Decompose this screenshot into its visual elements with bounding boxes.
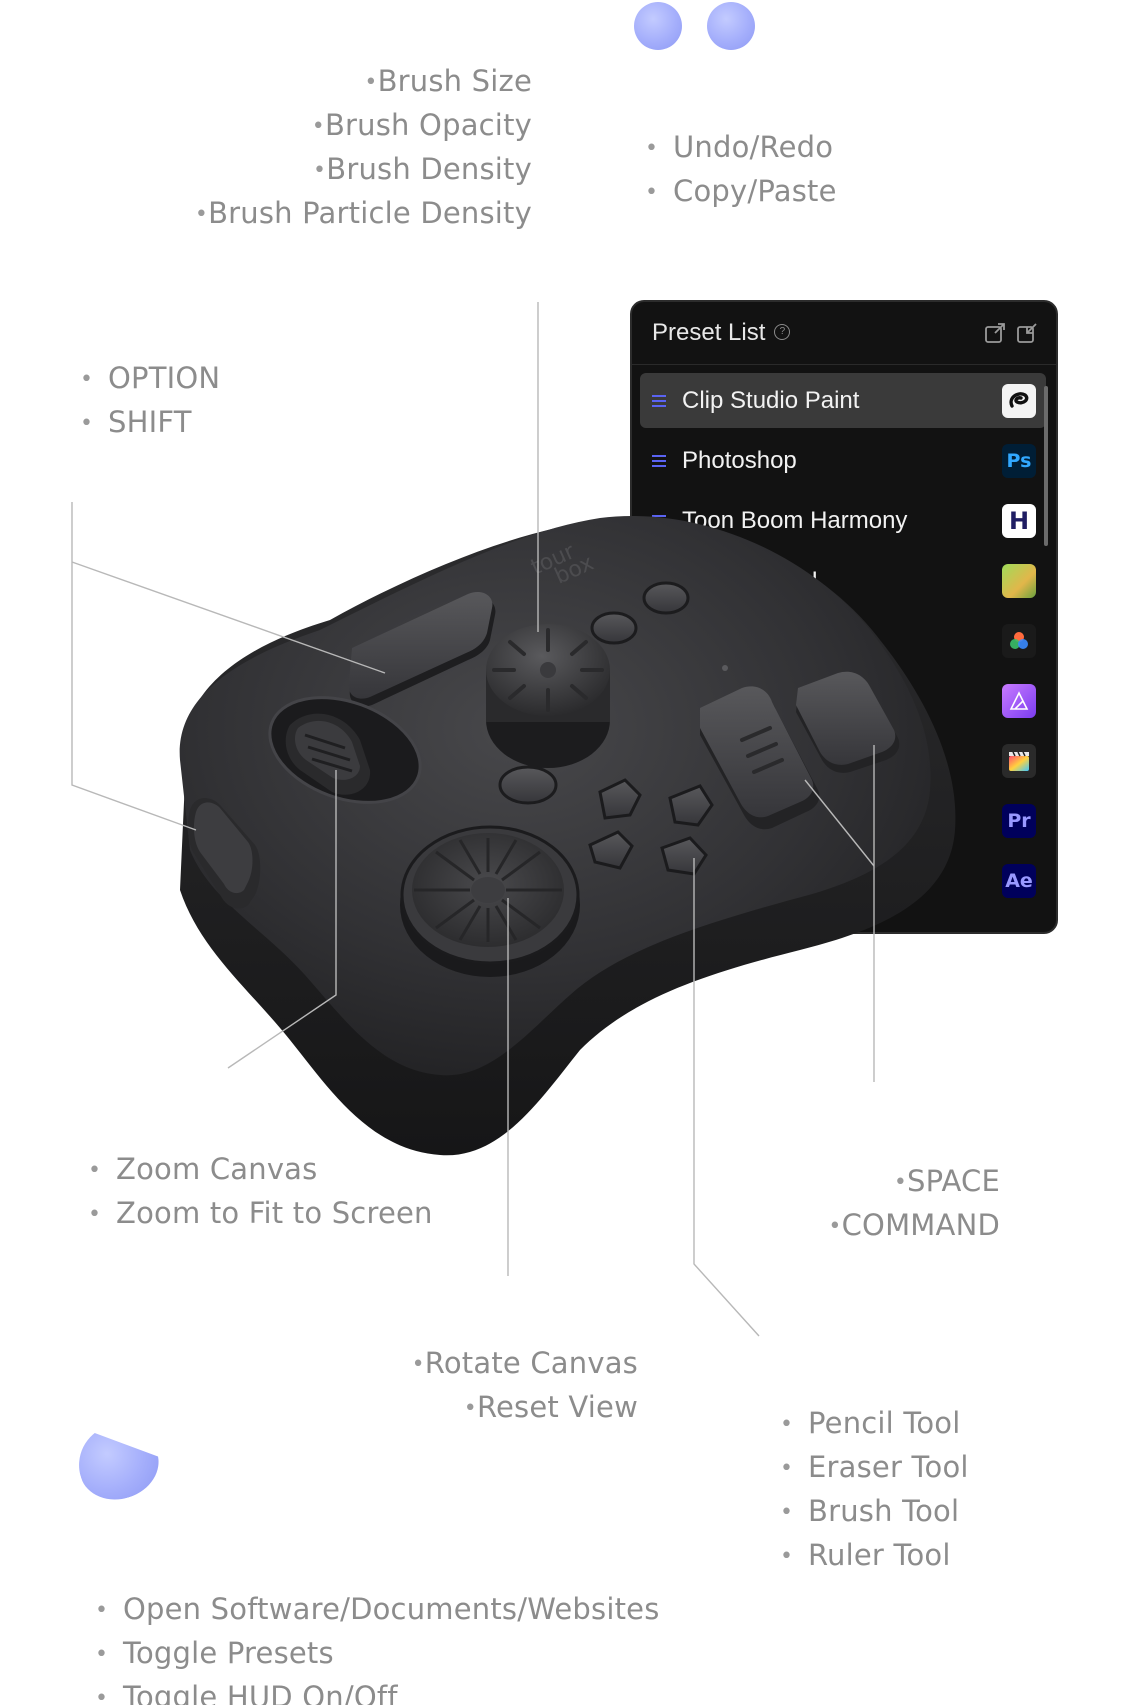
label-group-space-command: SPACE COMMAND bbox=[814, 1160, 1000, 1248]
top-round-buttons bbox=[498, 581, 690, 805]
label-item: OPTION bbox=[80, 357, 220, 401]
davinci-resolve-icon bbox=[1002, 623, 1036, 658]
preset-item-premiere[interactable]: Pr bbox=[640, 793, 1046, 848]
decorative-blob-top-right bbox=[707, 2, 755, 50]
label-group-undo-copy: Undo/Redo Copy/Paste bbox=[645, 126, 837, 214]
label-group-modifiers-left: OPTION SHIFT bbox=[80, 357, 220, 445]
label-item: Brush Size bbox=[180, 60, 532, 104]
label-item: Eraser Tool bbox=[780, 1446, 969, 1490]
preset-list-scrollbar[interactable] bbox=[1044, 386, 1048, 546]
preset-name: Toon Boom Harmony bbox=[682, 506, 908, 534]
label-item: Undo/Redo bbox=[645, 126, 837, 170]
preset-item-after-effects[interactable]: Ae bbox=[640, 853, 1046, 908]
preset-item-clip-studio-paint[interactable]: Clip Studio Paint bbox=[640, 373, 1046, 428]
label-group-software: Open Software/Documents/Websites Toggle … bbox=[95, 1588, 660, 1705]
label-item: Pencil Tool bbox=[780, 1402, 969, 1446]
status-led bbox=[722, 665, 728, 671]
label-item: Brush Density bbox=[180, 148, 532, 192]
label-item: Zoom Canvas bbox=[88, 1148, 433, 1192]
label-item: COMMAND bbox=[814, 1204, 1000, 1248]
preset-item-davinci[interactable] bbox=[640, 613, 1046, 668]
label-group-zoom: Zoom Canvas Zoom to Fit to Screen bbox=[88, 1148, 433, 1236]
label-group-dial-functions: Brush Size Brush Opacity Brush Density B… bbox=[180, 60, 532, 236]
preset-list: Clip Studio Paint Photoshop Ps Toon Boom… bbox=[632, 365, 1056, 908]
preset-name: Clip Studio Paint bbox=[682, 386, 860, 414]
round-button-2[interactable] bbox=[642, 581, 690, 615]
painttool-sai-icon bbox=[1002, 563, 1036, 598]
label-item: Rotate Canvas bbox=[397, 1342, 638, 1386]
knob[interactable] bbox=[486, 624, 610, 768]
label-item: Zoom to Fit to Screen bbox=[88, 1192, 433, 1236]
affinity-photo-icon bbox=[1002, 683, 1036, 718]
label-item: Copy/Paste bbox=[645, 170, 837, 214]
preset-name: Photoshop bbox=[682, 446, 797, 474]
label-item: Reset View bbox=[397, 1386, 638, 1430]
export-icon[interactable] bbox=[984, 322, 1006, 344]
round-button-3[interactable] bbox=[498, 765, 558, 805]
label-item: Toggle HUD On/Off bbox=[95, 1676, 660, 1705]
label-item: Ruler Tool bbox=[780, 1534, 969, 1578]
dpad-left[interactable] bbox=[588, 830, 634, 870]
preset-item-toon-boom-harmony[interactable]: Toon Boom Harmony H bbox=[640, 493, 1046, 548]
premiere-pro-icon: Pr bbox=[1002, 803, 1036, 838]
label-item: SPACE bbox=[814, 1160, 1000, 1204]
label-item: Brush Particle Density bbox=[180, 192, 532, 236]
clip-studio-icon bbox=[1002, 383, 1036, 418]
preset-item-final-cut[interactable] bbox=[640, 733, 1046, 788]
decorative-blob-top-left bbox=[634, 2, 682, 50]
preset-panel-header: Preset List ? bbox=[632, 302, 1056, 365]
label-item: Toggle Presets bbox=[95, 1632, 660, 1676]
round-button-1[interactable] bbox=[590, 611, 638, 645]
preset-item-affinity[interactable] bbox=[640, 673, 1046, 728]
photoshop-icon: Ps bbox=[1002, 443, 1036, 478]
final-cut-icon bbox=[1002, 743, 1036, 778]
dial[interactable] bbox=[400, 825, 580, 977]
dpad-right[interactable] bbox=[668, 784, 714, 827]
label-item: Open Software/Documents/Websites bbox=[95, 1588, 660, 1632]
after-effects-icon: Ae bbox=[1002, 863, 1036, 898]
question-circle-icon[interactable]: ? bbox=[774, 324, 791, 340]
drag-handle-icon[interactable] bbox=[652, 394, 666, 407]
toon-boom-icon: H bbox=[1002, 503, 1036, 538]
label-group-tools: Pencil Tool Eraser Tool Brush Tool Ruler… bbox=[780, 1402, 969, 1578]
c1-button[interactable] bbox=[700, 686, 820, 830]
preset-item-photoshop[interactable]: Photoshop Ps bbox=[640, 433, 1046, 488]
label-item: Brush Opacity bbox=[180, 104, 532, 148]
drag-handle-icon[interactable] bbox=[652, 454, 666, 467]
label-group-rotate: Rotate Canvas Reset View bbox=[397, 1342, 638, 1430]
dpad-up[interactable] bbox=[598, 778, 642, 820]
preset-panel-title: Preset List bbox=[652, 319, 766, 346]
label-item: SHIFT bbox=[80, 401, 220, 445]
import-icon[interactable] bbox=[1016, 322, 1038, 344]
label-item: Brush Tool bbox=[780, 1490, 969, 1534]
